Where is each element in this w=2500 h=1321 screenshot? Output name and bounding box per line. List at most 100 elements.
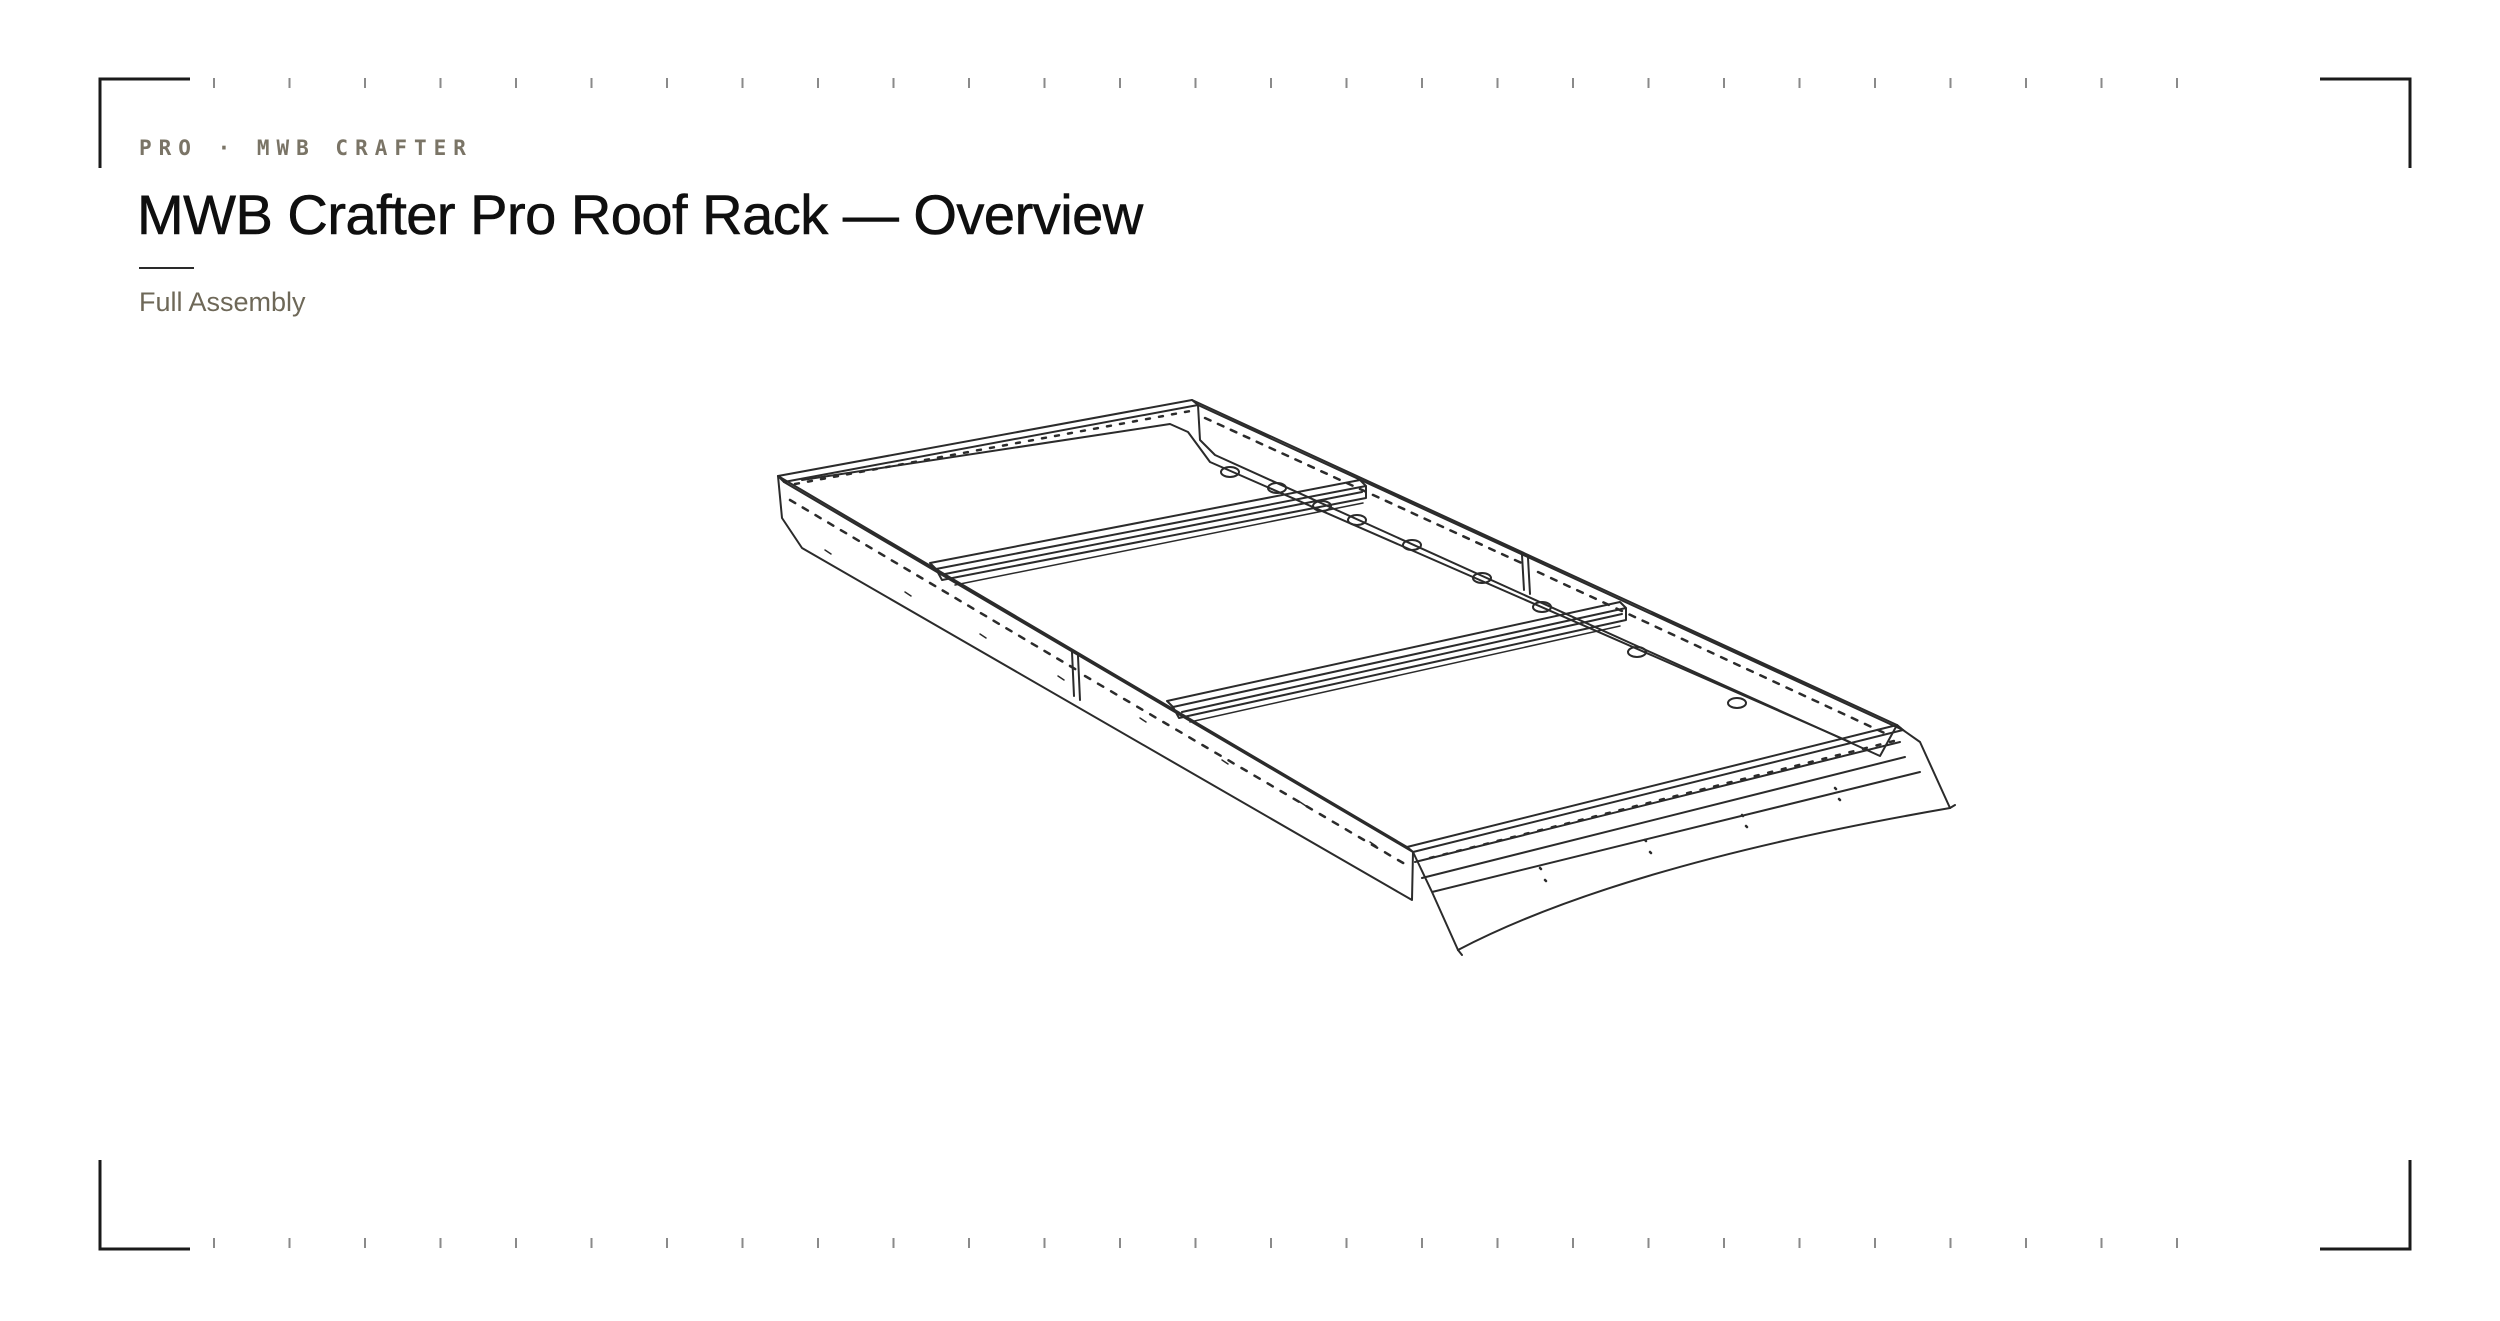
rail-slot-hole <box>1396 858 1405 865</box>
rail-slot-hole <box>826 521 835 527</box>
rack-front-bar-inner <box>1414 741 1906 879</box>
bottom-tick-ruler <box>213 1238 2178 1248</box>
rail-slot-hole <box>1410 511 1419 517</box>
rail-slot-hole <box>1079 429 1087 433</box>
rail-slot-hole <box>1017 634 1026 641</box>
rack-rear-bar <box>777 399 1199 483</box>
rail-slot-hole <box>962 450 970 455</box>
rail-slot-hole <box>1027 438 1035 443</box>
rail-slot-hole <box>1268 446 1277 452</box>
rail-slot-hole <box>1462 535 1471 541</box>
rail-slot-hole <box>1628 613 1637 619</box>
rail-slot-hole <box>1318 812 1327 819</box>
rail-slot-hole <box>1131 419 1139 423</box>
rail-slot-hole <box>1794 763 1801 768</box>
rail-slot-hole <box>1732 661 1741 667</box>
rail-slot-hole <box>1821 756 1828 761</box>
rail-slot-hole <box>1807 760 1814 764</box>
rail-slot-hole <box>871 467 879 471</box>
rack-left-side-panel <box>777 475 1414 901</box>
rack-left-rail-joint <box>1071 651 1081 701</box>
rail-slot-hole <box>1345 481 1354 487</box>
rail-slot-hole <box>1837 710 1846 716</box>
rail-slot-hole <box>1170 412 1178 416</box>
rack-inner-floor-outline <box>801 423 1851 743</box>
rail-slot-hole <box>806 479 814 483</box>
rail-slot-hole <box>1589 595 1597 601</box>
rail-slot-hole <box>897 462 905 467</box>
rail-slot-hole <box>1667 631 1676 637</box>
rail-slot-hole <box>1564 821 1571 826</box>
rail-slot-hole <box>1693 643 1702 649</box>
rail-slot-hole <box>1175 728 1183 734</box>
rail-slot-hole <box>1591 814 1598 819</box>
rail-slot-hole <box>1001 443 1009 447</box>
rail-slot-hole <box>865 544 873 550</box>
rack-crossbar-1-slot <box>944 491 1363 575</box>
rail-slot-hole <box>1876 728 1885 734</box>
rack-front-deflector-curve <box>1457 807 1951 951</box>
rail-slot-hole <box>1680 637 1689 643</box>
rail-slot-hole <box>1305 805 1314 811</box>
rail-slot-hole <box>1183 410 1191 414</box>
rail-slot-hole <box>1562 582 1571 588</box>
rail-slot-hole <box>1719 655 1728 661</box>
rail-slot-hole <box>1487 546 1496 552</box>
rail-slot-hole <box>975 448 983 452</box>
rail-slot-hole <box>1850 716 1859 722</box>
rack-mounting-feet <box>1220 466 1747 709</box>
rail-slot-hole <box>1759 674 1767 680</box>
rail-slot-hole <box>1848 750 1855 754</box>
rail-slot-hole <box>1685 790 1693 795</box>
rail-slot-hole <box>1397 505 1406 511</box>
rail-slot-hole <box>1618 808 1625 812</box>
corner-crop-mark-icon <box>98 77 190 168</box>
rail-slot-hole <box>1056 657 1064 663</box>
rail-slot-hole <box>1726 780 1733 785</box>
rail-slot-hole <box>1043 649 1051 656</box>
rail-slot-hole <box>1834 753 1842 757</box>
rail-slot-hole <box>1436 523 1445 529</box>
title-divider <box>139 267 194 269</box>
mounting-foot <box>1627 646 1647 658</box>
rail-slot-hole <box>1307 464 1316 470</box>
rail-slot-hole <box>1745 667 1754 674</box>
rail-slot-hole <box>1753 773 1760 778</box>
mounting-foot <box>1347 514 1367 526</box>
rack-deflector-rivets <box>1538 786 1842 883</box>
rail-slot-hole <box>1536 828 1544 832</box>
rail-slot-hole <box>1216 422 1225 428</box>
rail-slot-hole <box>1358 487 1367 493</box>
rack-floor-panel-line <box>954 502 1621 723</box>
rail-slot-hole <box>1469 845 1476 850</box>
rack-front-deflector-corner <box>1457 804 1956 956</box>
rail-slot-hole <box>1203 416 1212 422</box>
rail-slot-hole <box>1371 493 1380 499</box>
rail-slot-hole <box>1423 517 1432 523</box>
rail-slot-hole <box>1602 601 1611 607</box>
rail-slot-hole <box>845 472 853 476</box>
rail-slot-hole <box>1672 794 1679 798</box>
rail-slot-hole <box>858 470 866 474</box>
rail-slot-hole <box>1888 739 1896 744</box>
sheet-subtitle: Full Assembly <box>139 287 306 317</box>
rail-slot-hole <box>877 551 886 558</box>
rail-slot-hole <box>928 581 937 588</box>
rail-slot-hole <box>1357 835 1366 842</box>
rail-slot-hole <box>814 513 822 520</box>
rail-slot-hole <box>1798 692 1807 698</box>
rail-slot-hole <box>1281 452 1290 458</box>
rail-slot-hole <box>1053 434 1061 438</box>
rack-crossbar-2 <box>1166 601 1627 719</box>
rail-slot-hole <box>1188 736 1196 742</box>
rail-slot-hole <box>1875 743 1882 747</box>
rail-slot-hole <box>988 446 996 450</box>
rail-slot-hole <box>1824 704 1833 710</box>
rail-slot-hole <box>1780 767 1787 771</box>
mounting-foot <box>1532 601 1552 613</box>
corner-crop-mark-icon <box>2320 1160 2412 1251</box>
rail-slot-hole <box>1030 642 1039 648</box>
rail-slot-hole <box>884 465 892 469</box>
rail-slot-hole <box>1785 686 1794 692</box>
